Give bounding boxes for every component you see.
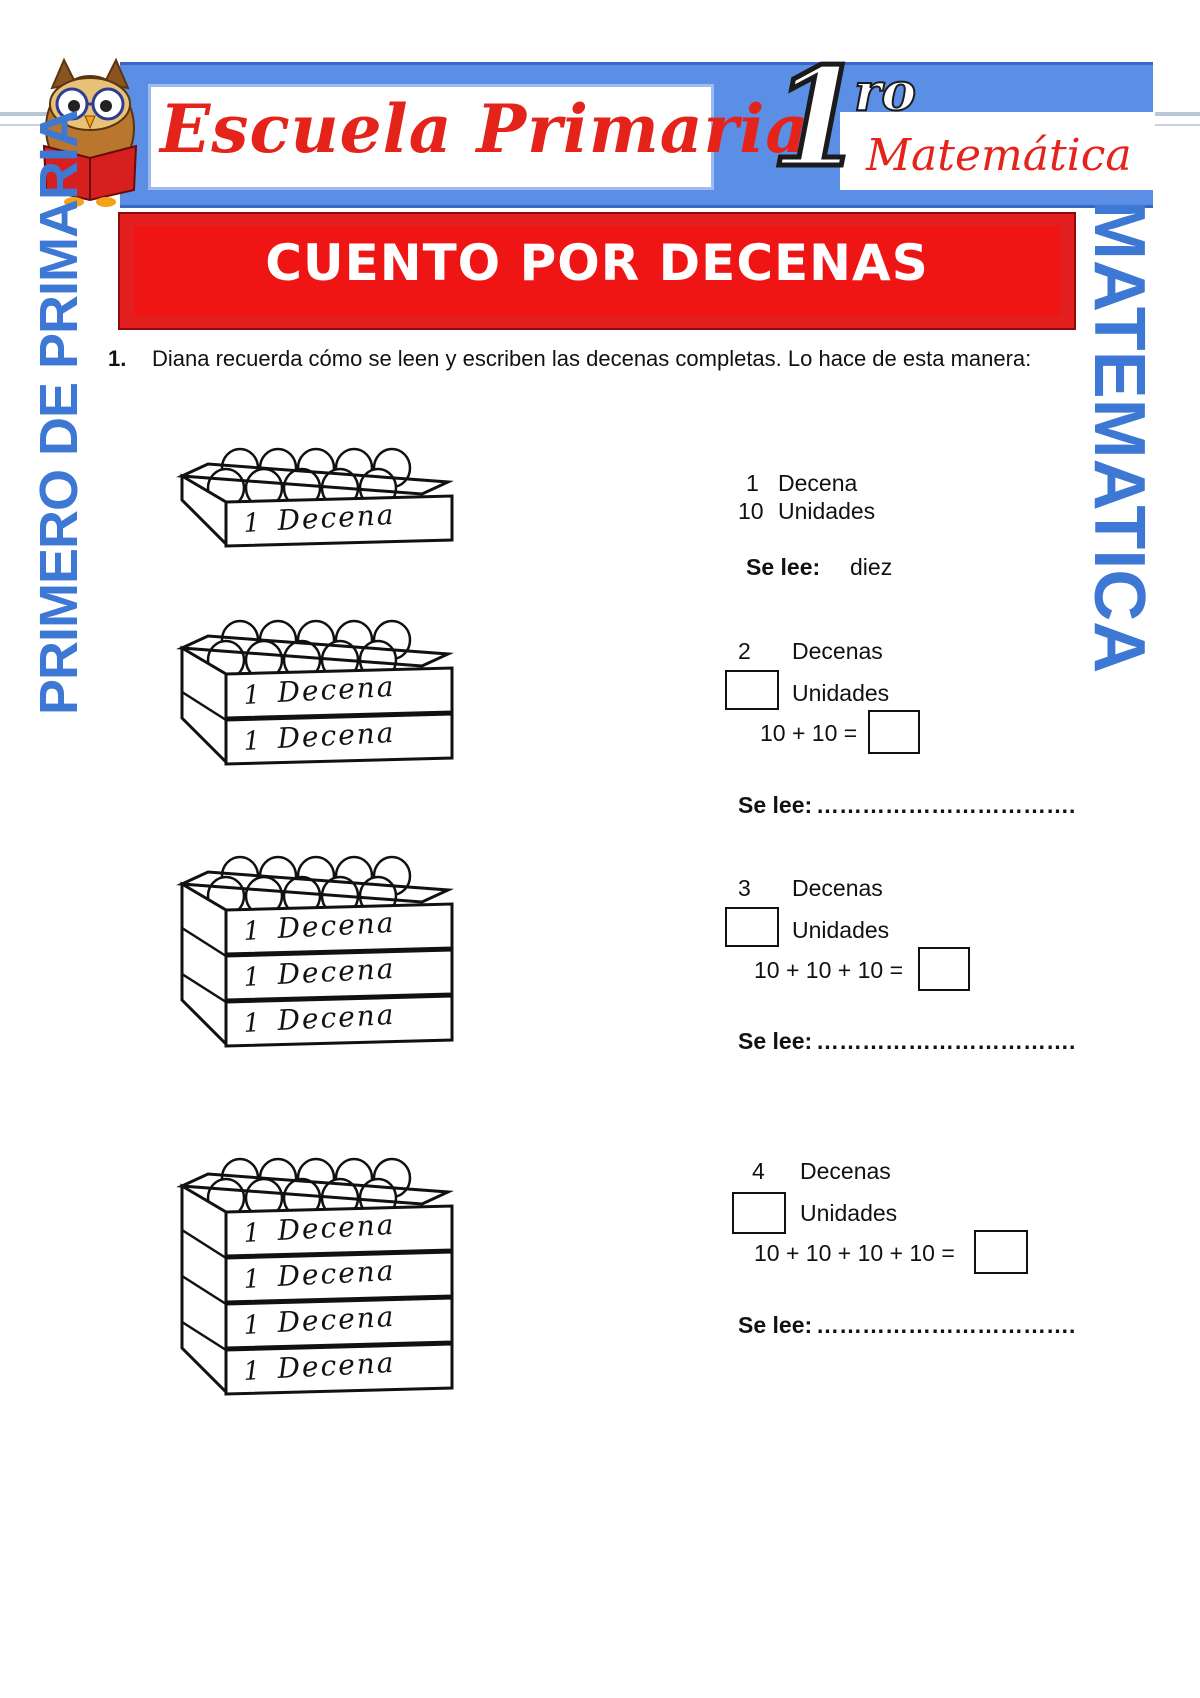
item2-sum-answer-box[interactable] [868, 710, 920, 754]
crate-label: Decena [276, 716, 397, 755]
item3-sum-answer-box[interactable] [918, 947, 970, 991]
item3-unidades-answer-box[interactable] [725, 907, 779, 947]
crate-layer [224, 666, 454, 720]
item4-unidades-label: Unidades [800, 1200, 898, 1226]
side-label-left: PRIMERO DE PRIMARIA [29, 109, 89, 715]
crate-layer [224, 994, 454, 1048]
crate-layer [224, 1296, 454, 1350]
side-label-right: MATEMATICA [1079, 200, 1159, 674]
item2-unidades-answer-box[interactable] [725, 670, 779, 710]
crate-label: Decena [276, 670, 397, 709]
item2-read-label: Se lee: [738, 792, 813, 818]
crate-layer [224, 1342, 454, 1396]
crate-rim [176, 870, 454, 904]
item4-read-label: Se lee: [738, 1312, 813, 1338]
school-name: Escuela Primaria [160, 90, 810, 168]
crate-side-seam [181, 1228, 227, 1260]
crate-label-digit: 1 [243, 680, 261, 711]
item1-decenas-number: 1 [746, 470, 759, 496]
crate-label: Decena [276, 1254, 397, 1293]
question-text: Diana recuerda cómo se leen y escriben l… [152, 346, 1032, 371]
item1-read-label: Se lee: [746, 554, 821, 580]
item4-unidades-answer-box[interactable] [732, 1192, 786, 1234]
crate-layer [224, 948, 454, 1002]
crate-label-digit: 1 [243, 1218, 261, 1249]
item4-decenas-label: Decenas [800, 1158, 891, 1184]
item3-sum: 10 + 10 + 10 = [754, 957, 903, 983]
question-number: 1. [108, 346, 127, 371]
item1-decenas-label: Decena [778, 470, 858, 496]
crate-layer [224, 1204, 454, 1258]
crate-label: Decena [276, 998, 397, 1037]
item4-sum-answer-box[interactable] [974, 1230, 1028, 1274]
crate-layer [224, 712, 454, 766]
egg-crate-1-decena: 1 Decena [176, 447, 454, 548]
crate-label: Decena [276, 498, 397, 537]
crate-label: Decena [276, 906, 397, 945]
item2-read-blank[interactable]: ……………………………. [816, 792, 1076, 818]
crate-label-digit: 1 [243, 726, 261, 757]
crate-label-digit: 1 [243, 1356, 261, 1387]
crate-rim [176, 634, 454, 668]
item3-unidades-label: Unidades [792, 917, 890, 943]
crate-label-digit: 1 [243, 1310, 261, 1341]
item4-decenas-number: 4 [752, 1158, 765, 1184]
item3-read-blank[interactable]: ……………………………. [816, 1028, 1076, 1054]
crate-side [180, 881, 228, 1048]
crate-label: Decena [276, 1346, 397, 1385]
crate-label-digit: 1 [243, 508, 261, 539]
crate-label-digit: 1 [243, 962, 261, 993]
subject-title: Matemática [866, 130, 1132, 181]
crate-rim [176, 462, 454, 496]
crate-rim [176, 1172, 454, 1206]
item2-decenas-label: Decenas [792, 638, 883, 664]
item4-read-blank[interactable]: ……………………………. [816, 1312, 1076, 1338]
item3-read-label: Se lee: [738, 1028, 813, 1054]
subject-panel [840, 112, 1155, 190]
item1-unidades-label: Unidades [778, 498, 876, 524]
item2-decenas-number: 2 [738, 638, 751, 664]
crate-layer [224, 1250, 454, 1304]
title-banner-inner [134, 226, 1060, 316]
crate-side-seam [181, 926, 227, 958]
crate-label-digit: 1 [243, 1008, 261, 1039]
crate-label-digit: 1 [243, 916, 261, 947]
crate-label: Decena [276, 952, 397, 991]
item1-read-value: diez [850, 554, 893, 580]
item1-unidades-number: 10 [738, 498, 764, 524]
grade-number: 1 [768, 38, 868, 198]
item2-unidades-label: Unidades [792, 680, 890, 706]
item4-sum: 10 + 10 + 10 + 10 = [754, 1240, 955, 1266]
crate-layer [224, 494, 454, 548]
item2-sum: 10 + 10 = [760, 720, 858, 746]
crate-label: Decena [276, 1208, 397, 1247]
school-name-panel [148, 84, 714, 190]
crate-label: Decena [276, 1300, 397, 1339]
item3-decenas-number: 3 [738, 875, 751, 901]
item3-decenas-label: Decenas [792, 875, 883, 901]
crate-layer [224, 902, 454, 956]
owl-mascot-icon [42, 57, 138, 207]
crate-label-digit: 1 [243, 1264, 261, 1295]
grade-suffix: ro [853, 61, 917, 124]
crate-side-seam [181, 690, 227, 722]
crate-side-seam [181, 1274, 227, 1306]
crate-side-seam [181, 1320, 227, 1352]
crate-side-seam [181, 972, 227, 1004]
page-title: CUENTO POR DECENAS [265, 234, 929, 292]
